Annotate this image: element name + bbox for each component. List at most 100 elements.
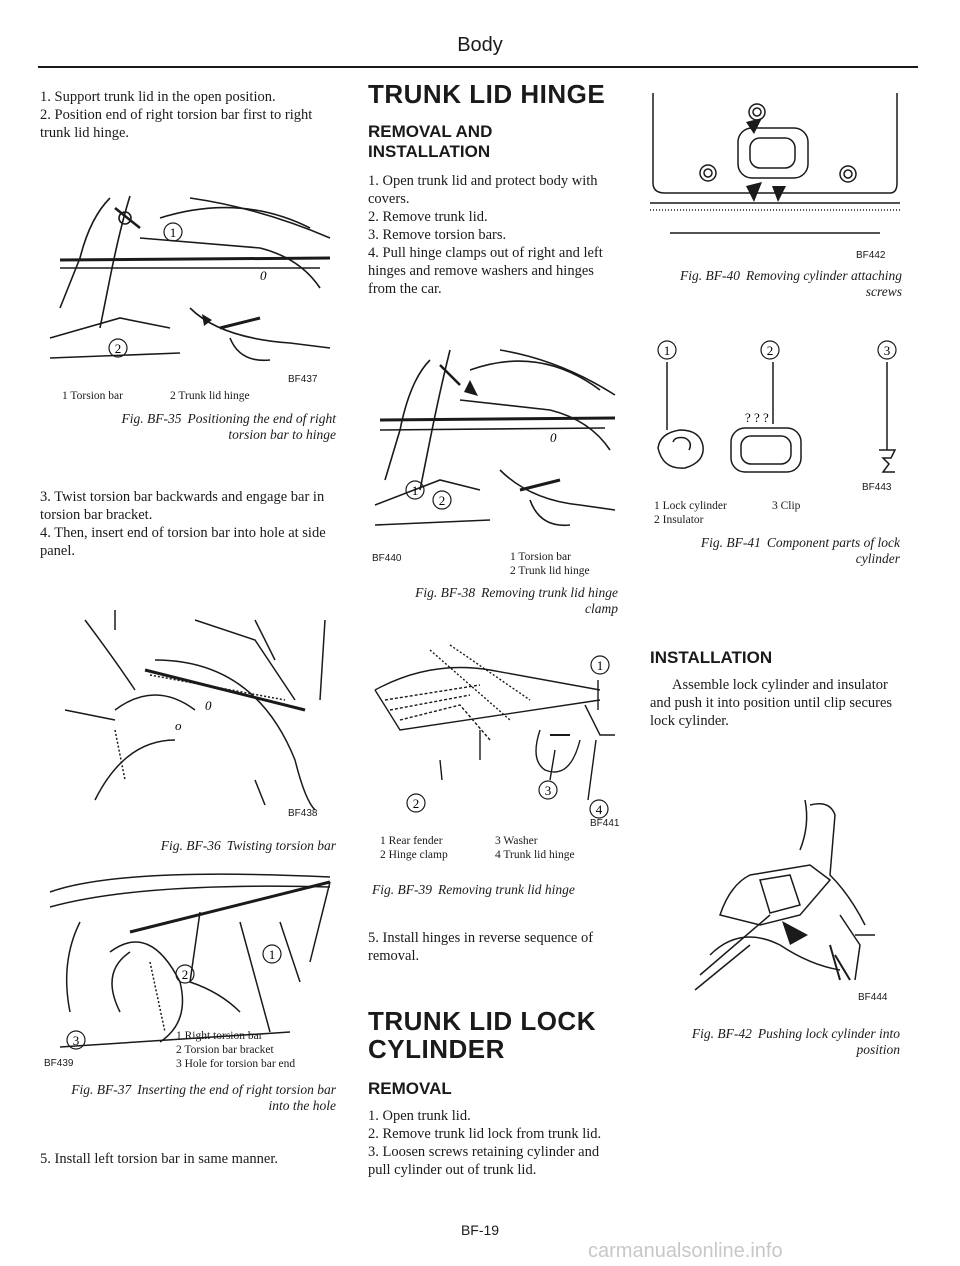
installation-text: Assemble lock cylinder and insulator and… xyxy=(650,677,893,729)
figure-caption: Fig. BF-36 Twisting torsion bar xyxy=(80,838,336,854)
caption-number: Fig. BF-38 xyxy=(415,585,476,600)
column-2-lower: 5. Install hinges in reverse sequence of… xyxy=(368,929,623,1179)
caption-text: Removing cylinder attaching screws xyxy=(746,268,902,299)
step-1: 1. Open trunk lid and protect body with … xyxy=(368,173,598,207)
figure-bf38-illustration: 1 2 0 xyxy=(374,349,616,527)
caption-number: Fig. BF-40 xyxy=(680,268,741,283)
caption-text: Positioning the end of right torsion bar… xyxy=(187,411,337,442)
column-1-steps: 3. Twist torsion bar backwards and engag… xyxy=(40,488,340,560)
svg-text:0: 0 xyxy=(205,698,212,713)
caption-text: Inserting the end of right torsion bar i… xyxy=(137,1082,336,1113)
callout-3: 3 xyxy=(884,343,891,358)
step-2: 2. Remove trunk lid. xyxy=(368,209,488,225)
caption-number: Fig. BF-39 xyxy=(372,882,432,897)
legend-item: 3 Washer xyxy=(495,835,538,847)
figure-code: BF443 xyxy=(862,482,892,493)
legend-item: 1 Torsion bar xyxy=(510,551,571,563)
svg-text:o: o xyxy=(175,718,182,733)
caption-text: Pushing lock cylinder into position xyxy=(757,1026,900,1057)
callout-3: 3 xyxy=(73,1033,80,1048)
header-rule xyxy=(38,66,918,68)
svg-text:0: 0 xyxy=(550,430,557,445)
caption-number: Fig. BF-42 xyxy=(691,1026,752,1041)
caption-text: Removing trunk lid hinge xyxy=(438,882,575,897)
legend-item: 2 Trunk lid hinge xyxy=(170,390,250,402)
figure-bf39-illustration: 1 2 3 4 xyxy=(374,644,615,819)
caption-number: Fig. BF-37 xyxy=(71,1082,132,1097)
watermark: carmanualsonline.info xyxy=(588,1240,783,1262)
caption-number: Fig. BF-36 xyxy=(160,838,221,853)
figure-caption: Fig. BF-39 Removing trunk lid hinge xyxy=(372,882,622,898)
legend-item: 1 Right torsion bar xyxy=(176,1030,263,1042)
legend-item: 1 Torsion bar xyxy=(62,390,123,402)
legend-item: 2 Torsion bar bracket xyxy=(176,1044,274,1056)
callout-1: 1 xyxy=(170,225,177,240)
removal-subheading: REMOVAL xyxy=(368,1079,452,1098)
figure-bf35-illustration: 1 2 0 xyxy=(49,195,331,362)
callout-1: 1 xyxy=(269,947,276,962)
figure-caption: Fig. BF-35 Positioning the end of right t… xyxy=(80,411,337,443)
step-4: 4. Pull hinge clamps out of right and le… xyxy=(368,245,603,297)
page-number: BF-19 xyxy=(460,1222,500,1238)
step-1: 1. Open trunk lid. xyxy=(368,1108,471,1124)
trunk-lid-lock-cylinder-heading: TRUNK LID LOCK CYLINDER xyxy=(368,1006,596,1064)
step-5: 5. Install hinges in reverse sequence of… xyxy=(368,930,594,964)
figure-caption: Fig. BF-40 Removing cylinder attaching sc… xyxy=(660,268,902,300)
caption-text: Removing trunk lid hinge clamp xyxy=(481,585,618,616)
callout-2: 2 xyxy=(439,493,446,508)
legend-item: 3 Hole for torsion bar end xyxy=(176,1058,296,1070)
figure-code: BF440 xyxy=(372,553,402,564)
removal-installation-subheading: REMOVAL AND INSTALLATION xyxy=(368,122,493,161)
figure-caption: Fig. BF-38 Removing trunk lid hinge clamp xyxy=(380,585,618,617)
step-1: 1. Support trunk lid in the open positio… xyxy=(40,89,276,105)
figure-bf36-illustration: 0 o xyxy=(64,610,326,811)
callout-1: 1 xyxy=(664,343,671,358)
installation-subheading: INSTALLATION xyxy=(650,648,773,667)
column-1: 1. Support trunk lid in the open positio… xyxy=(40,88,340,142)
caption-number: Fig. BF-35 xyxy=(121,411,182,426)
figure-code: BF439 xyxy=(44,1058,74,1069)
figure-code: BF437 xyxy=(288,374,318,385)
figure-code: BF441 xyxy=(590,818,620,829)
figure-bf41-illustration: 1 2 3 ? ? ? xyxy=(657,340,897,473)
step-2: 2. Remove trunk lid lock from trunk lid. xyxy=(368,1126,602,1142)
step-3: 3. Twist torsion bar backwards and engag… xyxy=(40,489,325,523)
legend-item: 2 Insulator xyxy=(654,514,704,526)
step-2: 2. Position end of right torsion bar fir… xyxy=(40,107,313,141)
figure-code: BF438 xyxy=(288,808,318,819)
callout-1: 1 xyxy=(412,483,419,498)
svg-text:? ? ?: ? ? ? xyxy=(745,410,769,425)
legend-item: 1 Lock cylinder xyxy=(654,500,727,512)
callout-2: 2 xyxy=(413,796,420,811)
caption-text: Twisting torsion bar xyxy=(226,838,336,853)
column-3-installation: INSTALLATION Assemble lock cylinder and … xyxy=(650,648,905,730)
callout-1: 1 xyxy=(597,658,604,673)
legend-item: 2 Trunk lid hinge xyxy=(510,565,590,577)
caption-text: Component parts of lock cylinder xyxy=(766,535,900,566)
figure-bf42-illustration xyxy=(694,799,875,991)
caption-number: Fig. BF-41 xyxy=(700,535,761,550)
callout-2: 2 xyxy=(115,341,122,356)
trunk-lid-hinge-heading: TRUNK LID HINGE xyxy=(368,79,606,109)
callout-2: 2 xyxy=(767,343,774,358)
figure-code: BF442 xyxy=(856,250,886,261)
callout-3: 3 xyxy=(545,783,552,798)
figure-caption: Fig. BF-42 Pushing lock cylinder into pos… xyxy=(660,1026,900,1058)
figure-caption: Fig. BF-41 Component parts of lock cylind… xyxy=(660,535,900,567)
step-3: 3. Loosen screws retaining cylinder and … xyxy=(368,1144,600,1178)
step-4: 4. Then, insert end of torsion bar into … xyxy=(40,525,326,559)
legend-item: 4 Trunk lid hinge xyxy=(495,849,575,861)
section-title: Body xyxy=(457,34,503,56)
figure-bf40-illustration xyxy=(650,93,900,234)
column-2: TRUNK LID HINGE REMOVAL AND INSTALLATION… xyxy=(368,80,623,298)
legend-item: 3 Clip xyxy=(772,500,801,512)
step-5: 5. Install left torsion bar in same mann… xyxy=(40,1151,278,1167)
step-3: 3. Remove torsion bars. xyxy=(368,227,507,243)
figure-bf37-illustration: 1 2 3 xyxy=(49,873,331,1050)
legend-item: 2 Hinge clamp xyxy=(380,849,448,861)
callout-4: 4 xyxy=(596,802,603,817)
svg-text:0: 0 xyxy=(260,268,267,283)
callout-2: 2 xyxy=(182,967,189,982)
figure-caption: Fig. BF-37 Inserting the end of right tor… xyxy=(70,1082,336,1114)
figure-code: BF444 xyxy=(858,992,888,1003)
